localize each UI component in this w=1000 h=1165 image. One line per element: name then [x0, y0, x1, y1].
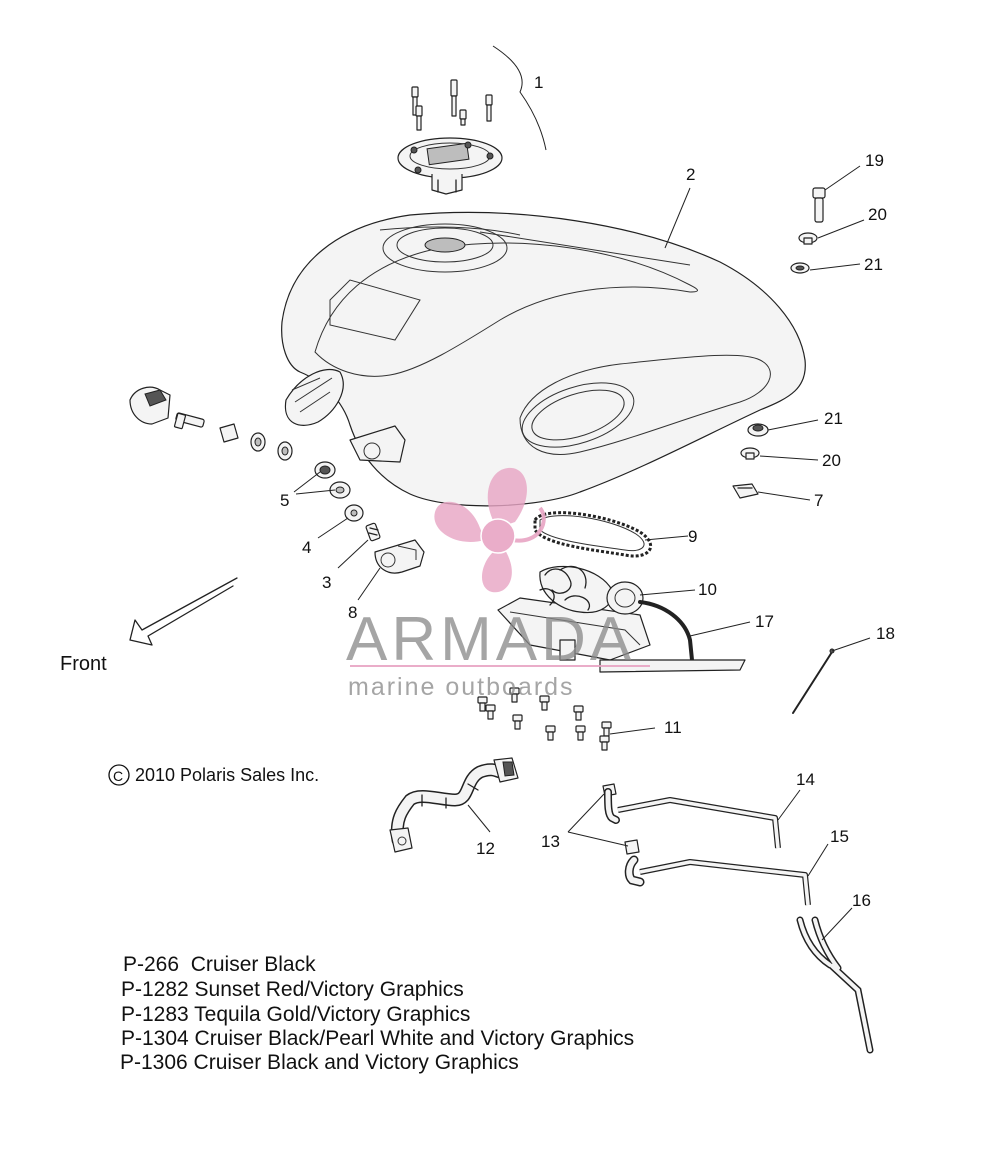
screws-part-11: [477, 687, 612, 751]
variant-line-5: P-1306 Cruiser Black and Victory Graphic…: [120, 1051, 519, 1074]
grommet-part-21-upper: [790, 262, 810, 274]
callout-18: 18: [876, 624, 895, 643]
callout-12: 12: [476, 839, 495, 858]
washer-part-4: [344, 504, 364, 522]
fuel-tank: [281, 211, 806, 507]
clip-part-7: [732, 483, 759, 499]
callout-19: 19: [865, 151, 884, 170]
callout-5: 5: [280, 491, 289, 510]
washer-part-20-lower: [740, 447, 760, 460]
callout-21-lower: 21: [824, 409, 843, 428]
callout-20-upper: 20: [868, 205, 887, 224]
washer-part-20-upper: [798, 232, 818, 245]
copyright-icon: [108, 764, 130, 786]
hose-part-12: [389, 757, 519, 853]
fuel-pump-strap-part-17: [599, 600, 746, 673]
line-part-15: [639, 859, 811, 906]
callout-15: 15: [830, 827, 849, 846]
copyright-text: 2010 Polaris Sales Inc.: [135, 765, 319, 785]
callout-17: 17: [755, 612, 774, 631]
left-mount-hardware: [129, 386, 293, 461]
armada-watermark: ARMADA marine outboards: [346, 467, 650, 701]
callout-14: 14: [796, 770, 815, 789]
bolt-part-19: [812, 187, 826, 223]
callout-10: 10: [698, 580, 717, 599]
fitting-part-13-upper: [602, 783, 620, 824]
bracket-part-8: [374, 539, 425, 574]
callout-1: 1: [534, 73, 543, 92]
fuel-cap-assembly: [397, 137, 503, 195]
bracket-1: [492, 45, 547, 151]
fitting-part-13-lower: [624, 839, 645, 887]
cap-screws: [411, 79, 493, 131]
hose-part-16: [796, 916, 874, 1054]
callout-11: 11: [664, 718, 682, 737]
callout-4: 4: [302, 538, 311, 557]
copyright-notice: C 2010 Polaris Sales Inc.: [108, 764, 319, 786]
callout-7: 7: [814, 491, 823, 510]
variant-line-4: P-1304 Cruiser Black/Pearl White and Vic…: [121, 1027, 635, 1050]
variant-line-1: P-266 Cruiser Black: [123, 953, 316, 976]
callout-20-lower: 20: [822, 451, 841, 470]
screw-part-3: [365, 522, 381, 542]
callout-2: 2: [686, 165, 695, 184]
front-direction-arrow: [129, 577, 238, 646]
leader-lines: [293, 165, 871, 941]
copyright-symbol: C: [113, 768, 123, 784]
gasket-part-9: [533, 511, 653, 558]
front-label: Front: [60, 653, 107, 675]
callout-13: 13: [541, 832, 560, 851]
watermark-brand: ARMADA: [346, 605, 635, 674]
callout-8: 8: [348, 603, 357, 622]
callout-3: 3: [322, 573, 331, 592]
grommet-part-21-lower: [747, 423, 769, 437]
callout-9: 9: [688, 527, 697, 546]
watermark-tagline: marine outboards: [348, 673, 575, 701]
variant-line-3: P-1283 Tequila Gold/Victory Graphics: [121, 1003, 471, 1026]
fuel-pump-part-10: [497, 565, 651, 661]
callout-21-upper: 21: [864, 255, 883, 274]
callout-numbers: 1 2 3 4 5 7 8 9 10 11 12 13 14 15 16 17 …: [280, 73, 895, 910]
line-part-14: [617, 797, 781, 849]
rod-part-18: [792, 648, 835, 714]
callout-16: 16: [852, 891, 871, 910]
propeller-logo-icon: [434, 467, 546, 593]
grommets-part-5: [314, 461, 351, 499]
variant-line-2: P-1282 Sunset Red/Victory Graphics: [121, 978, 464, 1001]
